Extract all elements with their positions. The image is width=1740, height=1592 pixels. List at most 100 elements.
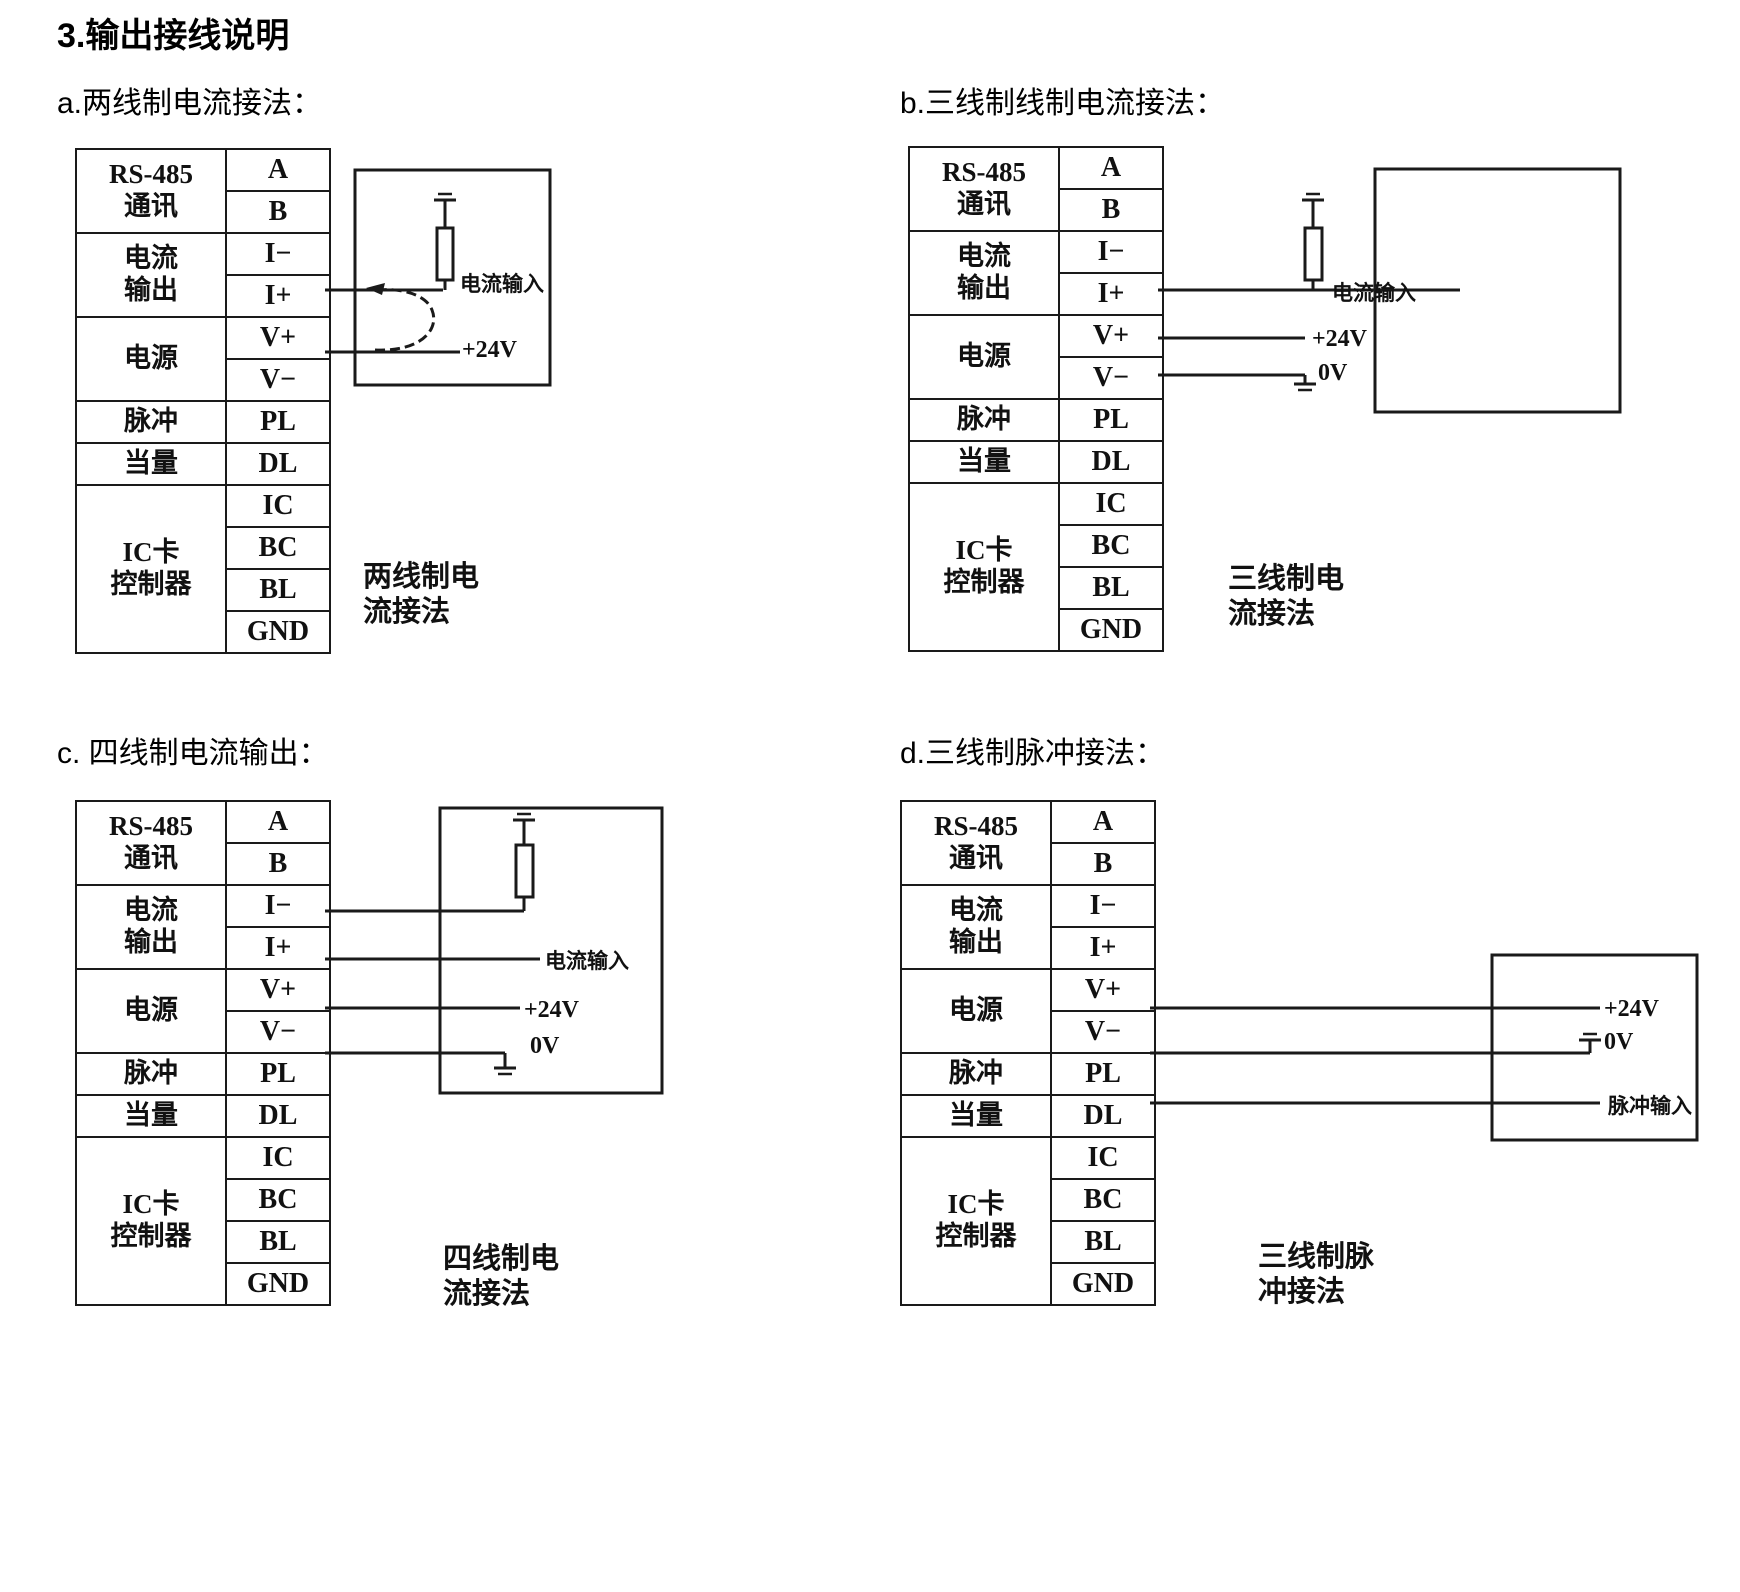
resistor-a <box>435 226 455 282</box>
pin-cell: BC <box>1050 1178 1156 1222</box>
pin-cell: IC <box>225 1136 331 1180</box>
group-label: 电源 <box>75 316 227 402</box>
panel-heading-a: a.两线制电流接法： <box>57 87 323 120</box>
group-label: 电流输出 <box>908 230 1060 316</box>
panel-caption-d: 三线制脉冲接法 <box>1258 1241 1375 1309</box>
pin-cell: BL <box>1058 566 1164 610</box>
group-label: 脉冲 <box>75 400 227 444</box>
pin-cell: B <box>225 842 331 886</box>
pin-cell: V+ <box>225 316 331 360</box>
pin-cell: PL <box>1058 398 1164 442</box>
pin-cell: IC <box>1050 1136 1156 1180</box>
pin-cell: BL <box>225 1220 331 1264</box>
pin-cell: V+ <box>1058 314 1164 358</box>
group-label: 电源 <box>75 968 227 1054</box>
pin-cell: BL <box>225 568 331 612</box>
wire-label-0v-c: 0V <box>530 1033 560 1059</box>
pin-cell: V− <box>1058 356 1164 400</box>
resistor-b <box>1303 226 1324 282</box>
group-label: 当量 <box>75 442 227 486</box>
group-label: 电流输出 <box>75 232 227 318</box>
pin-cell: PL <box>225 1052 331 1096</box>
pin-cell: IC <box>225 484 331 528</box>
pin-cell: BC <box>1058 524 1164 568</box>
pin-cell: V− <box>1050 1010 1156 1054</box>
pin-cell: B <box>1058 188 1164 232</box>
pin-cell: I− <box>1050 884 1156 928</box>
pin-cell: DL <box>1050 1094 1156 1138</box>
pin-cell: I+ <box>1058 272 1164 316</box>
resistor-c <box>514 843 535 899</box>
wire-label-24v-d: +24V <box>1604 996 1660 1022</box>
pin-cell: GND <box>1050 1262 1156 1306</box>
pin-cell: I− <box>225 884 331 928</box>
group-label: IC卡控制器 <box>75 1136 227 1306</box>
pin-cell: V+ <box>225 968 331 1012</box>
group-label: IC卡控制器 <box>75 484 227 654</box>
pin-cell: B <box>225 190 331 234</box>
pin-cell: PL <box>225 400 331 444</box>
wire-label-0v-d: 0V <box>1604 1029 1634 1055</box>
panel-heading-d: d.三线制脉冲接法： <box>900 737 1166 770</box>
panel-caption-b: 三线制电流接法 <box>1228 563 1345 631</box>
pin-cell: IC <box>1058 482 1164 526</box>
wire-label-24v-a: +24V <box>462 337 518 363</box>
panel-heading-c: c. 四线制电流输出： <box>57 737 329 770</box>
pin-cell: I− <box>1058 230 1164 274</box>
group-label: 当量 <box>75 1094 227 1138</box>
wire-label-current-input-c: 电流输入 <box>545 949 629 973</box>
pin-cell: GND <box>225 1262 331 1306</box>
pin-cell: I+ <box>225 274 331 318</box>
panel-caption-a: 两线制电流接法 <box>363 561 480 629</box>
group-label: 电源 <box>908 314 1060 400</box>
group-label: 电流输出 <box>900 884 1052 970</box>
group-label: 脉冲 <box>908 398 1060 442</box>
group-label: 当量 <box>908 440 1060 484</box>
pin-cell: I+ <box>225 926 331 970</box>
wire-label-24v-b: +24V <box>1312 326 1368 352</box>
panel-heading-b: b.三线制线制电流接法： <box>900 87 1226 120</box>
group-label: 电源 <box>900 968 1052 1054</box>
pin-cell: DL <box>1058 440 1164 484</box>
wire-label-24v-c: +24V <box>524 997 580 1023</box>
group-label: 当量 <box>900 1094 1052 1138</box>
wire-label-current-input-b: 电流输入 <box>1332 281 1416 305</box>
pin-cell: DL <box>225 442 331 486</box>
pin-cell: V− <box>225 358 331 402</box>
pin-cell: A <box>225 148 331 192</box>
pin-cell: V− <box>225 1010 331 1054</box>
current-flow-arc-a <box>374 288 436 352</box>
pin-cell: V+ <box>1050 968 1156 1012</box>
wire-label-current-input-a: 电流输入 <box>460 272 544 296</box>
pin-cell: BC <box>225 526 331 570</box>
pin-cell: A <box>1058 146 1164 190</box>
pin-cell: GND <box>225 610 331 654</box>
group-label: IC卡控制器 <box>908 482 1060 652</box>
wire-label-0v-b: 0V <box>1318 360 1348 386</box>
pin-cell: GND <box>1058 608 1164 652</box>
pin-cell: BC <box>225 1178 331 1222</box>
wire-label-pulse-input-d: 脉冲输入 <box>1608 1094 1692 1118</box>
pin-cell: A <box>225 800 331 844</box>
section-title: 3.输出接线说明 <box>57 17 290 55</box>
group-label: 脉冲 <box>900 1052 1052 1096</box>
group-label: 电流输出 <box>75 884 227 970</box>
pin-cell: BL <box>1050 1220 1156 1264</box>
pin-cell: I+ <box>1050 926 1156 970</box>
pin-cell: PL <box>1050 1052 1156 1096</box>
pin-cell: DL <box>225 1094 331 1138</box>
pin-cell: B <box>1050 842 1156 886</box>
group-label: 脉冲 <box>75 1052 227 1096</box>
pin-cell: A <box>1050 800 1156 844</box>
pin-cell: I− <box>225 232 331 276</box>
group-label: IC卡控制器 <box>900 1136 1052 1306</box>
